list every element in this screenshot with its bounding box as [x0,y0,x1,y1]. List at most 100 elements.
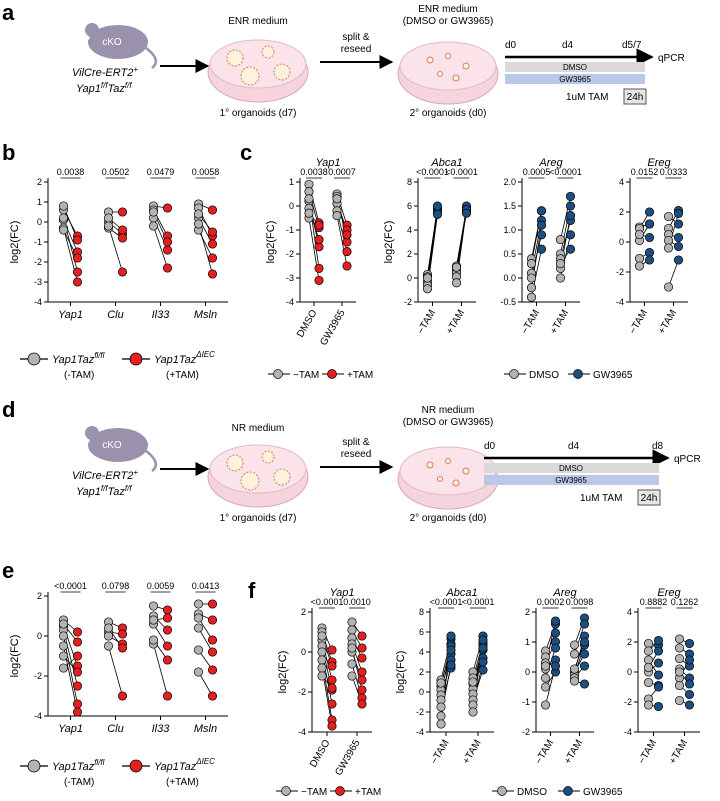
data-point-after [536,244,547,254]
y-tick-label: 4 [619,177,624,187]
gw3965-bar-label: GW3965 [555,476,587,485]
y-axis-label: log2(FC) [9,221,21,264]
y-tick-label: -4 [298,727,306,737]
y-tick-label: 2 [37,591,42,601]
data-point-after [342,247,352,257]
legend-b: Yap1Tazfl/fl (-TAM) Yap1TazΔIEC (+TAM) [20,350,215,381]
timeline-t2: d8 [652,441,664,452]
data-point-before [643,700,654,710]
p-value-label: 0.1262 [671,597,699,607]
y-tick-label: -3 [286,273,294,283]
data-point-before [193,219,204,229]
data-point-after [579,637,590,647]
tam-box [637,489,661,506]
data-point-after [565,244,576,254]
dmso-bar-label: DMSO [559,464,583,473]
tam-label: 1uM TAM [580,493,622,504]
mouse-label: cKO [102,37,122,48]
y-tick-label: 2.0 [503,177,516,187]
y-tick-label: 4 [407,225,412,235]
data-point-before [436,678,446,688]
data-point-before [58,225,69,235]
data-point-before [526,292,537,302]
y-tick-label: 0 [619,237,624,247]
y-tick-label: 0 [525,667,530,677]
data-point-after [478,657,488,667]
y-tick-label: -1 [34,237,42,247]
data-point-after [207,239,218,249]
data-point-after [327,721,337,731]
data-point-after [162,691,173,701]
x-tick-label: +TAM [656,308,679,336]
dmso-bar-label: DMSO [563,63,587,72]
data-point-before [317,671,327,681]
chart-title: Yap1 [330,587,355,599]
split-label-2: reseed [341,449,372,460]
x-tick-label: +TAM [562,738,585,766]
data-point-after [478,665,488,675]
data-point-after [314,220,324,230]
x-tick-label: DMSO [295,308,320,340]
p-value-label: 0.0798 [102,581,130,591]
legend-b-item-1: Yap1Tazfl/fl [52,351,105,366]
y-tick-label: -4 [616,297,624,307]
data-point-after [357,699,367,709]
data-point-after [644,219,655,229]
data-point-after [72,707,83,717]
data-point-before [468,707,478,717]
legend-c2-item-2: GW3965 [593,370,633,381]
data-point-after [653,635,664,646]
legend-marker-gray [27,352,41,366]
paired-line [198,627,213,653]
chart-title: Areg [538,157,563,169]
y-tick-label: 2 [301,607,306,617]
data-point-after [432,209,443,219]
p-value-label: 0.0098 [566,597,594,607]
data-point-before [148,221,159,231]
data-point-before [304,194,314,204]
split-label-1: split & [342,32,370,43]
data-point-after [579,619,590,629]
medium-2-label-1: NR medium [422,405,475,416]
dish-2 [397,41,499,105]
chart-b: -4-3-2-1012log2(FC)Yap10.0038Clu0.0502Il… [9,167,228,321]
data-point-before [58,651,69,661]
data-point-after [207,615,218,625]
p-value-label: <0.0001 [54,581,87,591]
data-point-after [644,255,655,265]
x-tick-label: Il33 [152,723,171,735]
chart-e: -4-202log2(FC)Yap1<0.0001Clu0.0798Il330.… [9,581,228,735]
data-point-after [207,599,218,609]
medium-2-label-1: ENR medium [418,4,477,15]
y-tick-label: -1 [286,225,294,235]
data-point-after [72,277,83,287]
y-tick-label: -4 [34,711,42,721]
y-axis-label: log2(FC) [9,635,21,678]
dish-2-label: 2° organoids (d0) [410,513,487,524]
y-tick-label: -2 [404,297,412,307]
data-point-after [536,220,547,230]
data-point-before [58,619,69,629]
x-tick-label: −TAM [636,738,659,766]
data-point-before [193,667,204,677]
data-point-before [555,273,566,283]
y-tick-label: 0 [37,217,42,227]
data-point-after [72,667,83,677]
data-point-before [540,700,551,710]
mouse-label: cKO [102,440,122,451]
data-point-after [162,263,173,273]
genotype-line-1: VilCre-ERT2+ [72,468,138,482]
data-point-after [446,645,456,655]
data-point-before [422,284,433,294]
data-point-after [162,625,173,635]
data-point-before [436,711,446,721]
data-point-after [72,267,83,277]
x-tick-label: −TAM [627,308,650,336]
data-point-before [540,673,551,683]
legend-b-item-2-sub: (+TAM) [166,370,199,381]
data-point-before [643,677,654,688]
y-tick-label: 0 [419,687,424,697]
split-label-2: reseed [341,44,372,55]
panel-a: a cKO VilCre-ERT2+ Yap1f/fTazf/f ENR med… [2,0,685,119]
